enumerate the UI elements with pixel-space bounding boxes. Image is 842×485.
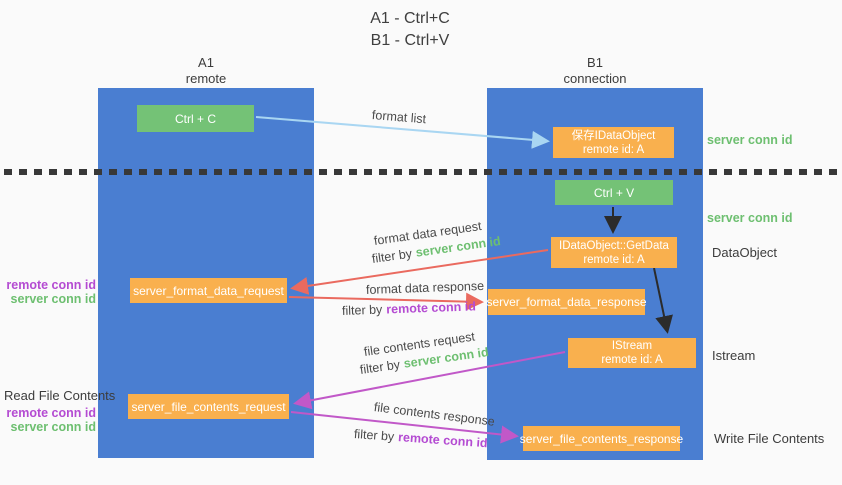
annotation-server-conn-id-1: server conn id	[10, 291, 96, 306]
annotation-format-conn-ids: remote conn id server conn id	[4, 278, 96, 306]
node-getdata-line1: IDataObject::GetData	[559, 239, 669, 252]
filter-prefix: filter by	[371, 246, 413, 266]
node-getdata: IDataObject::GetData remote id: A	[551, 237, 677, 268]
annotation-write-file-contents: Write File Contents	[714, 431, 825, 446]
node-server-file-contents-request-label: server_file_contents_request	[131, 399, 286, 414]
annotation-file-conn-ids: remote conn id server conn id	[4, 406, 96, 434]
filter-key-remote-conn-id: remote conn id	[386, 299, 477, 317]
lifeline-header-a1: A1 remote	[98, 55, 314, 87]
annotation-server-conn-id-mid: server conn id	[707, 211, 793, 225]
node-getdata-line2: remote id: A	[583, 253, 645, 266]
diagram-title: A1 - Ctrl+C B1 - Ctrl+V	[300, 8, 520, 52]
node-istream-line1: IStream	[611, 340, 653, 352]
label-format-data-response: format data response	[365, 278, 485, 297]
node-save-dataobject-line1: 保存IDataObject	[571, 129, 656, 142]
node-server-format-data-request: server_format_data_request	[130, 278, 287, 303]
filter-prefix: filter by	[359, 357, 401, 377]
annotation-dataobject: DataObject	[712, 245, 778, 260]
annotation-server-conn-id-2: server conn id	[10, 419, 96, 434]
node-server-format-data-response-label: server_format_data_response	[486, 295, 647, 309]
title-line-1: A1 - Ctrl+C	[370, 10, 450, 27]
node-save-dataobject: 保存IDataObject remote id: A	[553, 127, 674, 158]
lifeline-b1-name: B1	[587, 55, 603, 70]
annotation-server-conn-id-top: server conn id	[707, 133, 793, 147]
node-istream-line2: remote id: A	[601, 354, 663, 366]
lifeline-b1-role: connection	[563, 71, 627, 86]
node-ctrl-v: Ctrl + V	[555, 180, 673, 205]
title-line-2: B1 - Ctrl+V	[370, 32, 450, 49]
label-file-contents-response: file contents response	[373, 400, 496, 429]
lifeline-header-b1: B1 connection	[487, 55, 703, 87]
node-server-format-data-response: server_format_data_response	[486, 289, 647, 315]
filter-key-remote-conn-id: remote conn id	[397, 430, 489, 451]
annotation-remote-conn-id-1: remote conn id	[6, 278, 96, 292]
lifeline-a1-role: remote	[185, 71, 227, 86]
annotation-read-file-contents: Read File Contents	[4, 388, 116, 403]
filter-prefix: filter by	[341, 302, 383, 318]
node-ctrl-c: Ctrl + C	[137, 105, 254, 132]
annotation-remote-conn-id-2: remote conn id	[6, 406, 96, 420]
node-server-file-contents-response-label: server_file_contents_response	[519, 431, 684, 446]
node-server-file-contents-response: server_file_contents_response	[519, 426, 684, 451]
annotation-istream: Istream	[712, 348, 756, 363]
node-server-format-data-request-label: server_format_data_request	[133, 283, 284, 298]
node-ctrl-v-label: Ctrl + V	[593, 185, 635, 200]
node-istream: IStream remote id: A	[568, 338, 696, 368]
label-format-list: format list	[371, 108, 427, 127]
filter-prefix: filter by	[353, 427, 395, 444]
node-save-dataobject-line2: remote id: A	[582, 143, 645, 156]
node-server-file-contents-request: server_file_contents_request	[128, 394, 289, 419]
lifeline-a1-name: A1	[198, 55, 214, 70]
node-ctrl-c-label: Ctrl + C	[174, 111, 216, 126]
